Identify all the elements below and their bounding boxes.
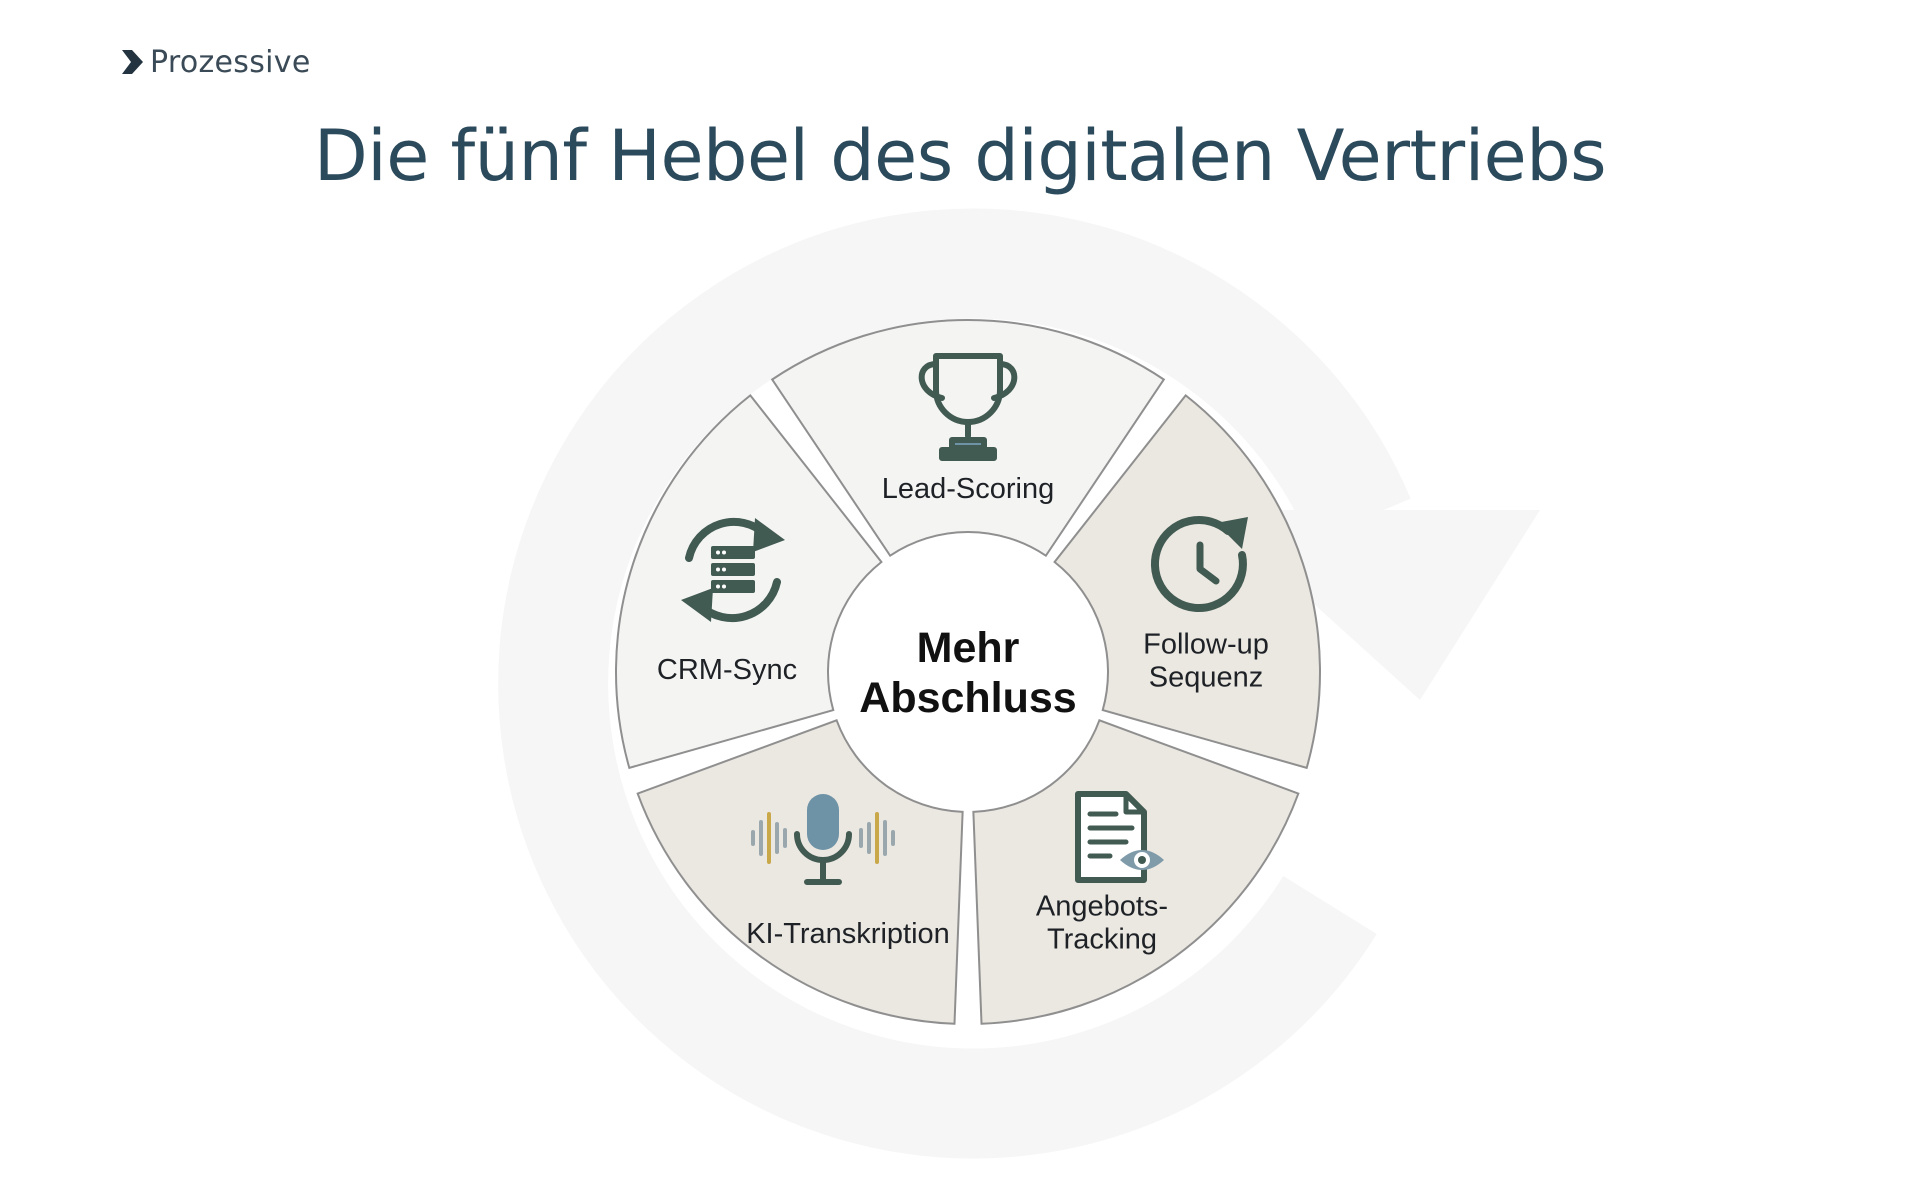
- document-eye-icon: [1075, 791, 1164, 883]
- segment-label-lead-scoring: Lead-Scoring: [882, 473, 1055, 505]
- microphone-icon: [751, 794, 895, 885]
- segment-label-follow-up-line2: Sequenz: [1149, 662, 1264, 694]
- segment-label-angebots-tracking-line1: Angebots-: [1036, 891, 1168, 923]
- brand-name: Prozessive: [150, 44, 311, 80]
- chevron-right-icon: [122, 50, 143, 74]
- center-label-line2: Abschluss: [859, 674, 1076, 722]
- trophy-icon: [918, 353, 1018, 461]
- page-title: Die fünf Hebel des digitalen Vertriebs: [313, 115, 1607, 197]
- segment-label-crm-sync: CRM-Sync: [657, 654, 797, 686]
- brand-logo: Prozessive: [120, 44, 311, 80]
- database-sync-icon: [681, 517, 785, 623]
- center-label-line1: Mehr: [917, 624, 1020, 672]
- segment-label-follow-up-line1: Follow-up: [1143, 629, 1269, 661]
- segment-label-ki-transkription: KI-Transkription: [746, 918, 950, 950]
- clock-refresh-icon: [1150, 516, 1248, 613]
- segment-follow-up: [1053, 393, 1321, 770]
- segment-ki-transkription: [636, 719, 964, 1025]
- segment-label-angebots-tracking-line2: Tracking: [1047, 924, 1157, 956]
- center-hub: [830, 534, 1106, 810]
